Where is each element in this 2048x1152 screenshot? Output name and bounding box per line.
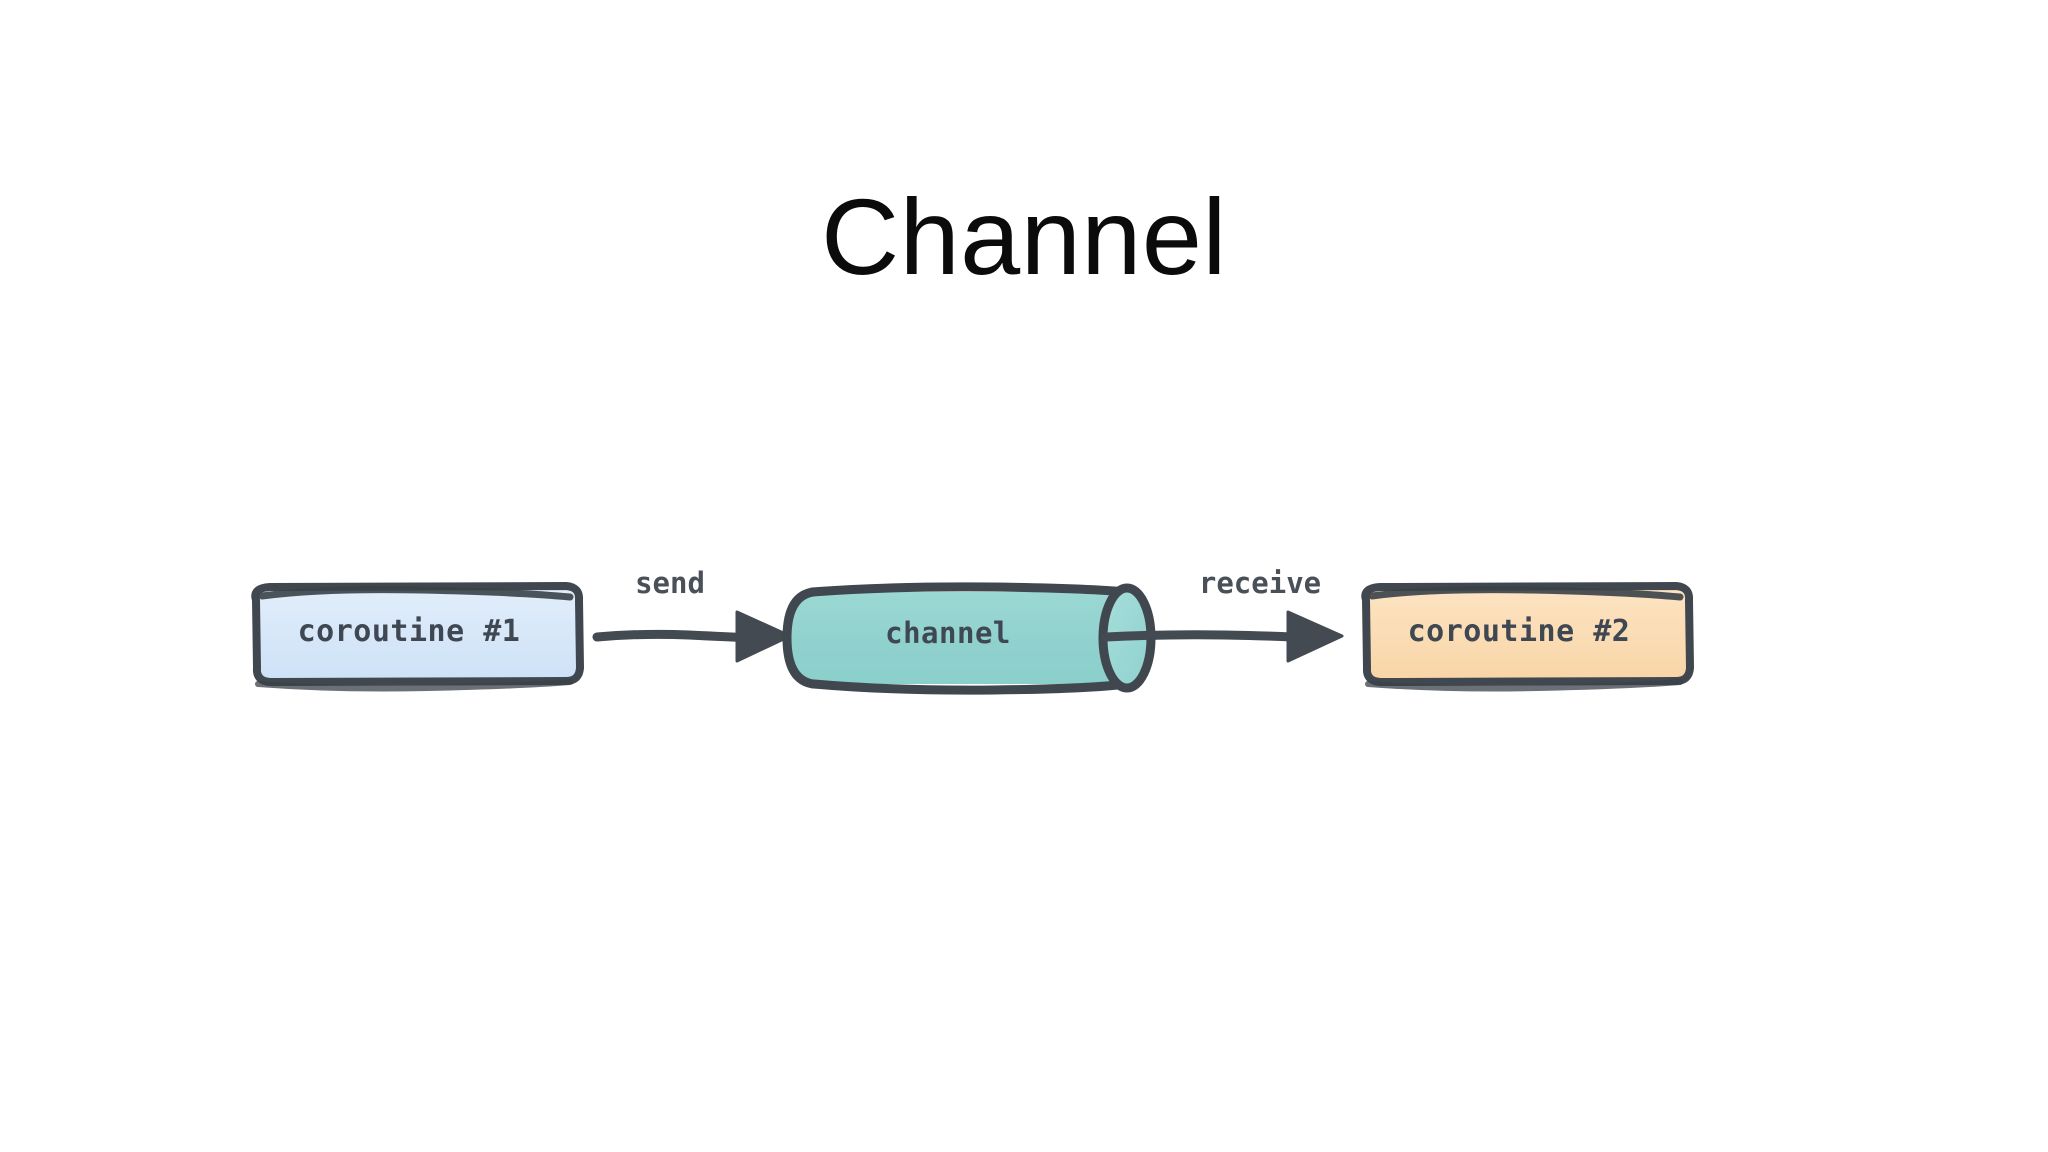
- receive-edge-label: receive: [1198, 566, 1322, 600]
- coroutine-1-label: coroutine #1: [297, 614, 521, 649]
- page-title: Channel: [821, 176, 1227, 298]
- coroutine-1-sketch-top: [258, 586, 574, 601]
- channel-tube-fill: [789, 592, 1127, 684]
- send-edge-label: send: [635, 566, 705, 600]
- send-arrow-line: [592, 629, 762, 643]
- coroutine-1-sketch-bottom: [255, 679, 573, 692]
- edge-receive[interactable]: [1101, 610, 1344, 663]
- channel-tube-top: [807, 582, 1133, 597]
- coroutine-2-sketch-bottom: [1365, 679, 1683, 692]
- coroutine-1-body: [251, 582, 584, 686]
- coroutine-2-label: coroutine #2: [1407, 614, 1631, 649]
- edge-send[interactable]: [592, 610, 792, 663]
- receive-arrowhead-icon: [1286, 610, 1344, 663]
- node-coroutine-1[interactable]: [251, 582, 584, 692]
- coroutine-2-body: [1361, 582, 1694, 686]
- channel-tube-bottom: [809, 679, 1133, 695]
- channel-left-cap: [782, 587, 818, 689]
- coroutine-2-sketch-top: [1368, 586, 1684, 601]
- receive-arrow-line: [1101, 630, 1315, 643]
- channel-label: channel: [885, 616, 1011, 650]
- send-arrowhead-icon: [735, 610, 792, 663]
- node-coroutine-2[interactable]: [1361, 582, 1694, 692]
